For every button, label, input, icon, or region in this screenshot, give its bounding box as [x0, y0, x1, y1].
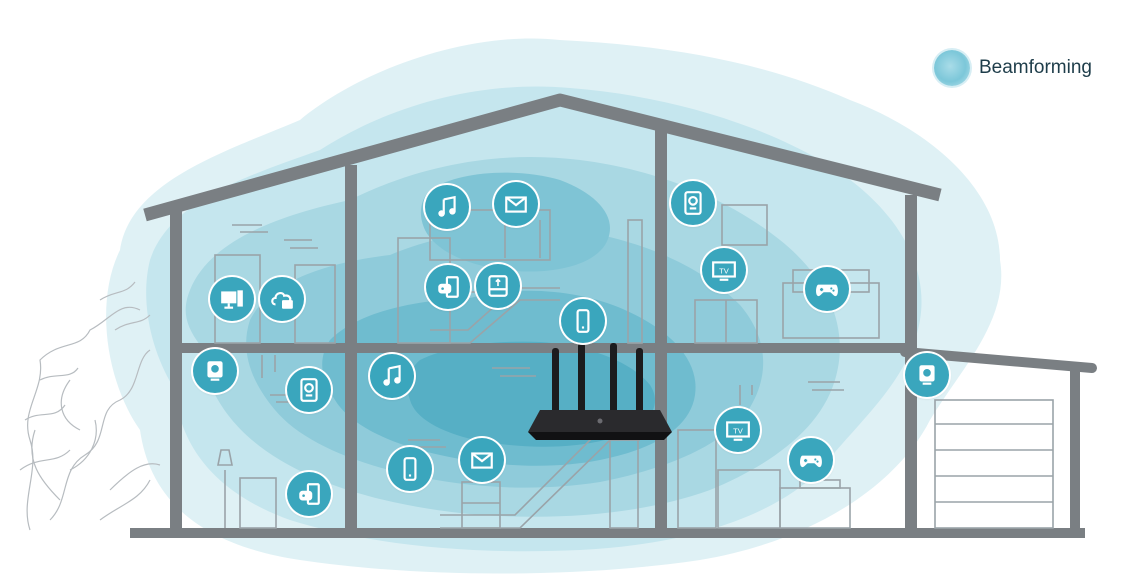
game-console-icon	[426, 265, 470, 309]
coverage-swatch-icon	[934, 50, 970, 86]
game-console-icon	[287, 472, 331, 516]
gamepad-icon	[789, 438, 833, 482]
legend-label: Beamforming	[979, 57, 1092, 78]
wifi-router	[528, 343, 672, 440]
music-icon	[370, 354, 414, 398]
mail-icon	[460, 438, 504, 482]
tree-sketch	[19, 281, 161, 531]
mail-icon	[494, 182, 538, 226]
camera-icon	[905, 353, 949, 397]
camera-icon	[193, 349, 237, 393]
smartphone-icon	[561, 299, 605, 343]
tv-icon: TV	[716, 408, 760, 452]
desktop-icon	[210, 277, 254, 321]
music-icon	[425, 185, 469, 229]
cloud-icon	[260, 277, 304, 321]
smartphone-icon	[388, 447, 432, 491]
usb-drive-icon	[476, 264, 520, 308]
svg-text:TV: TV	[719, 266, 730, 275]
speaker-icon	[671, 181, 715, 225]
gamepad-icon	[805, 267, 849, 311]
beamforming-legend: Beamforming	[934, 50, 1092, 86]
svg-text:TV: TV	[733, 426, 744, 435]
tv-icon: TV	[702, 248, 746, 292]
speaker-icon	[287, 368, 331, 412]
